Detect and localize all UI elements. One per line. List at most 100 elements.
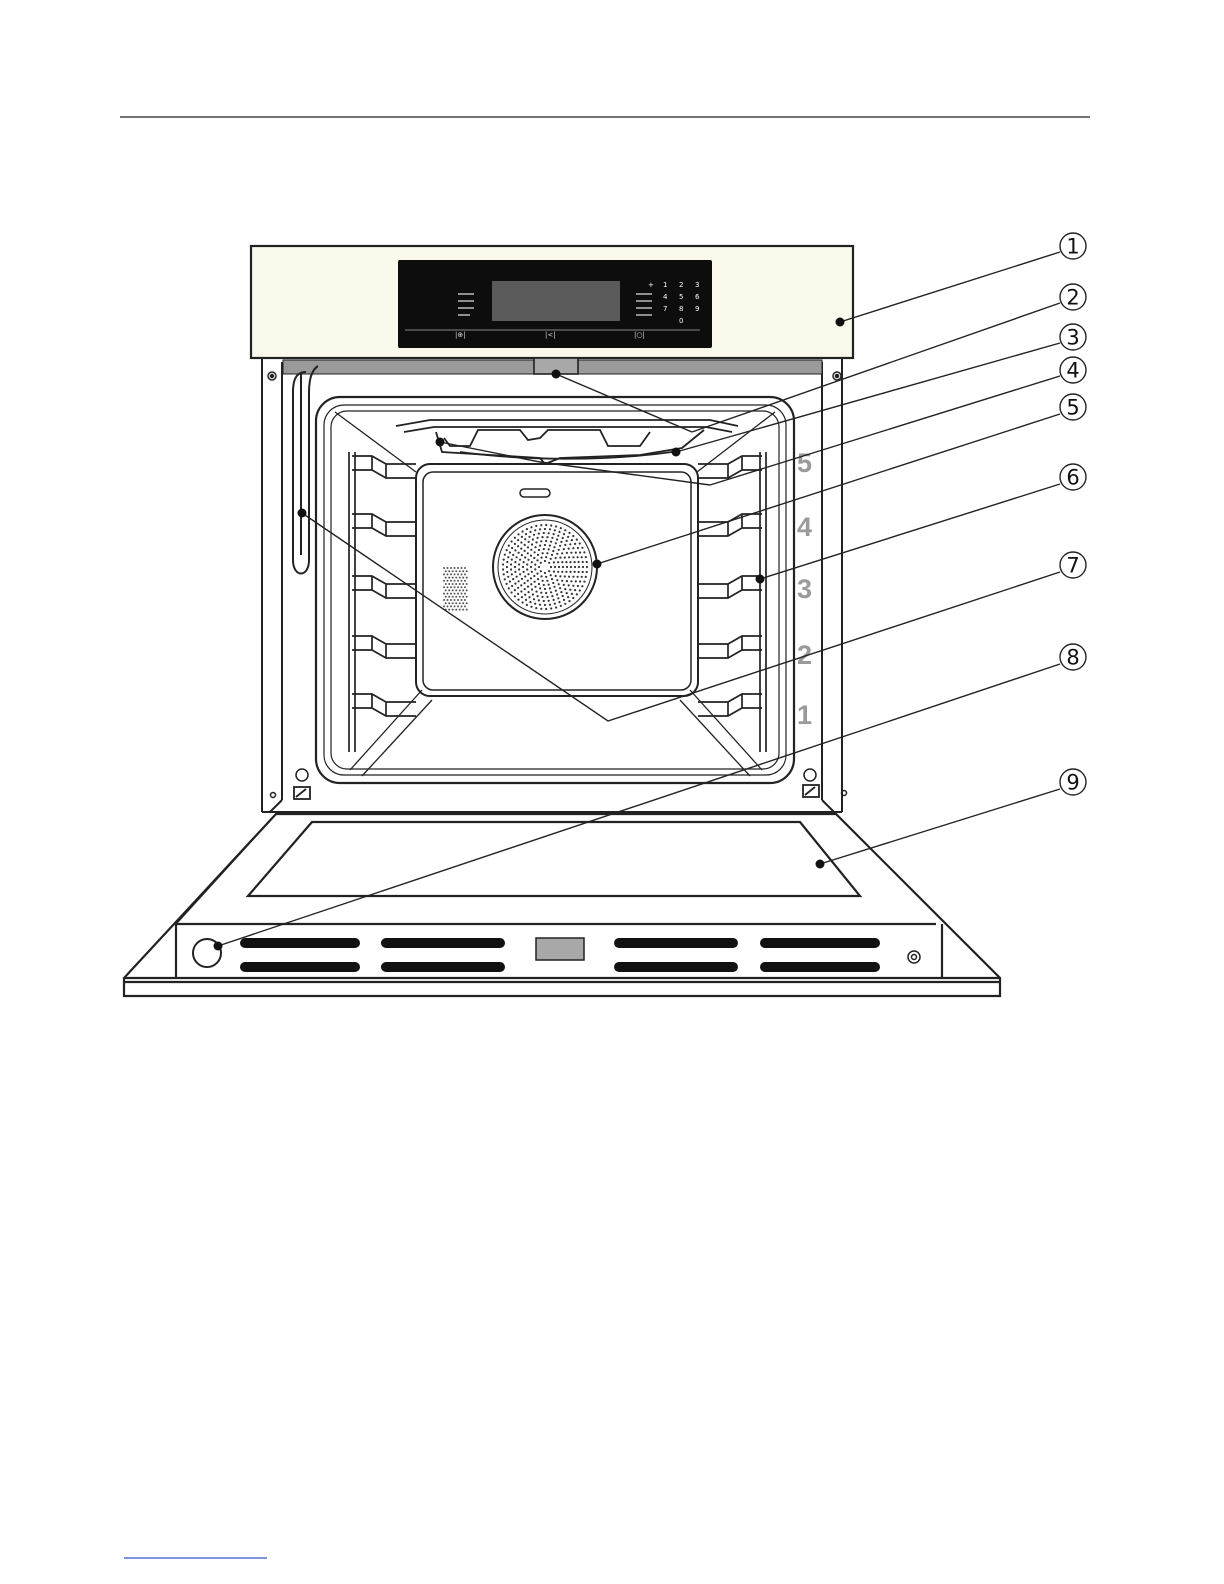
fan-hole (551, 595, 553, 597)
fan-hole (560, 605, 562, 607)
fan-hole (574, 571, 576, 573)
fan-hole (534, 581, 536, 583)
shelf-runner (698, 694, 762, 716)
fan-hole (534, 586, 536, 588)
fan-hole (575, 580, 577, 582)
fan-hole (539, 545, 541, 547)
fan-cover (493, 515, 597, 619)
grille-hole (455, 589, 457, 591)
fan-hole (568, 584, 570, 586)
fan-hole (517, 533, 519, 535)
fan-hole (534, 529, 536, 531)
fan-hole (566, 580, 568, 582)
fan-hole (564, 544, 566, 546)
grille-hole (464, 567, 466, 569)
fan-hole (561, 571, 563, 573)
grille-hole (466, 596, 468, 598)
fan-hole (548, 600, 550, 602)
key[interactable]: 5 (679, 293, 683, 301)
fan-hole (542, 580, 544, 582)
door-hinges (294, 785, 819, 799)
fan-hole (540, 608, 542, 610)
grille-hole (461, 586, 463, 588)
grille-hole (462, 602, 464, 604)
grille-hole (452, 577, 454, 579)
fan-hole (523, 561, 525, 563)
key[interactable]: 0 (679, 317, 683, 325)
fan-hole (525, 533, 527, 535)
fan-hole (566, 592, 568, 594)
fan-hole (553, 586, 555, 588)
fan-hole (586, 571, 588, 573)
fan-hole (545, 576, 547, 578)
fan-hole (557, 571, 559, 573)
fan-hole (518, 552, 520, 554)
fan-hole (574, 561, 576, 563)
key[interactable]: 1 (663, 281, 667, 289)
fan-hole (514, 537, 516, 539)
key[interactable]: + (648, 281, 654, 289)
key[interactable]: 7 (663, 305, 667, 313)
fan-hole (568, 532, 570, 534)
fan-hole (556, 579, 558, 581)
shelf-runner (352, 456, 416, 478)
fan-hole (548, 532, 550, 534)
fan-hole (558, 583, 560, 585)
fan-hole (585, 556, 587, 558)
fan-hole (516, 576, 518, 578)
callout-label: 5 (1066, 396, 1079, 420)
key[interactable]: 8 (679, 305, 683, 313)
fan-hole (514, 571, 516, 573)
callout-label: 6 (1066, 466, 1079, 490)
fan-hole (561, 561, 563, 563)
fan-hole (548, 548, 550, 550)
key[interactable]: 2 (679, 281, 683, 289)
fan-hole (514, 589, 516, 591)
fan-hole (553, 599, 555, 601)
fan-hole (550, 541, 552, 543)
fan-hole (585, 576, 587, 578)
fan-hole (514, 566, 516, 568)
fan-hole (562, 566, 564, 568)
fan-hole (528, 536, 530, 538)
fan-hole (551, 554, 553, 556)
fan-hole (539, 604, 541, 606)
fan-hole (579, 542, 581, 544)
grille-hole (461, 593, 463, 595)
fan-hole (514, 543, 516, 545)
callout-2: 2 (1060, 284, 1086, 310)
key[interactable]: 3 (695, 281, 699, 289)
shelf-runners-left (352, 456, 416, 716)
fan-hole (569, 561, 571, 563)
grille-hole (450, 605, 452, 607)
grille-hole (454, 599, 456, 601)
fan-hole (545, 608, 547, 610)
grille-hole (459, 609, 461, 611)
key[interactable]: 6 (695, 293, 700, 301)
grille-hole (455, 577, 457, 579)
fan-hole (568, 548, 570, 550)
fan-hole (545, 524, 547, 526)
fan-hole (543, 548, 545, 550)
key[interactable]: 9 (695, 305, 699, 313)
fan-hole (555, 542, 557, 544)
key[interactable]: 4 (663, 293, 668, 301)
fan-hole (535, 541, 537, 543)
door-screw (908, 951, 920, 963)
fan-hole (541, 536, 543, 538)
fan-hole (563, 548, 565, 550)
fan-hole (562, 537, 564, 539)
control-button[interactable]: |○| (634, 331, 645, 339)
fan-hole (503, 573, 505, 575)
control-button[interactable]: |⊕| (455, 331, 466, 339)
fan-hole (543, 584, 545, 586)
fan-hole (525, 599, 527, 601)
fan-hole (520, 584, 522, 586)
grille-hole (455, 602, 457, 604)
grille-hole (450, 567, 452, 569)
fan-hole (579, 580, 581, 582)
grille-hole (455, 570, 457, 572)
control-button[interactable]: |<| (545, 331, 556, 339)
fan-hole (527, 559, 529, 561)
